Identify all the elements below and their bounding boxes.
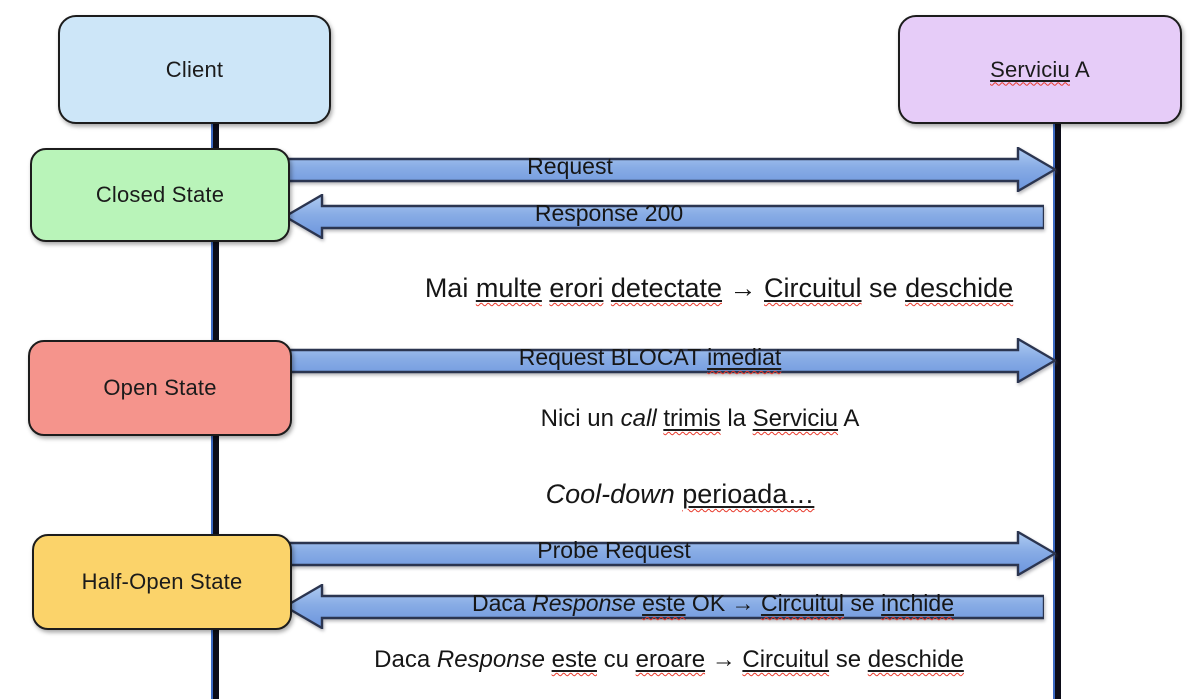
actor-label-client: Client: [165, 56, 224, 82]
message-label-request: Request: [527, 153, 613, 179]
note-response-error: Daca Response este cu eroare → Circuitul…: [374, 646, 964, 673]
message-label-response-200: Response 200: [534, 200, 684, 226]
state-label-closed: Closed State: [95, 182, 225, 207]
block-arrow-right-blocked-icon: [288, 338, 1056, 383]
state-box-closed: Closed State: [30, 148, 290, 242]
actor-box-service-a: Serviciu A: [898, 15, 1182, 124]
actor-box-client: Client: [58, 15, 331, 124]
note-cool-down: Cool-down perioada…: [545, 479, 815, 509]
state-label-half-open: Half-Open State: [81, 569, 243, 594]
message-label-response-ok: Daca Response este OK → Circuitul se inc…: [472, 590, 954, 616]
state-label-open: Open State: [103, 375, 217, 400]
block-arrow-left-ok-icon: [284, 584, 1044, 629]
block-arrow-right-request-icon: [286, 147, 1056, 192]
actor-label-service-a: Serviciu A: [990, 56, 1090, 82]
note-errors-detected: Mai multe erori detectate → Circuitul se…: [424, 273, 1014, 303]
message-label-request-blocked: Request BLOCAT imediat: [518, 344, 782, 370]
lifeline-service-a: [1053, 119, 1061, 699]
state-box-half-open: Half-Open State: [32, 534, 292, 630]
note-no-call-sent: Nici un call trimis la Serviciu A: [540, 405, 860, 432]
block-arrow-right-probe-icon: [288, 531, 1056, 576]
state-box-open: Open State: [28, 340, 292, 436]
message-label-probe-request: Probe Request: [537, 537, 691, 563]
block-arrow-left-response-icon: [284, 194, 1044, 239]
